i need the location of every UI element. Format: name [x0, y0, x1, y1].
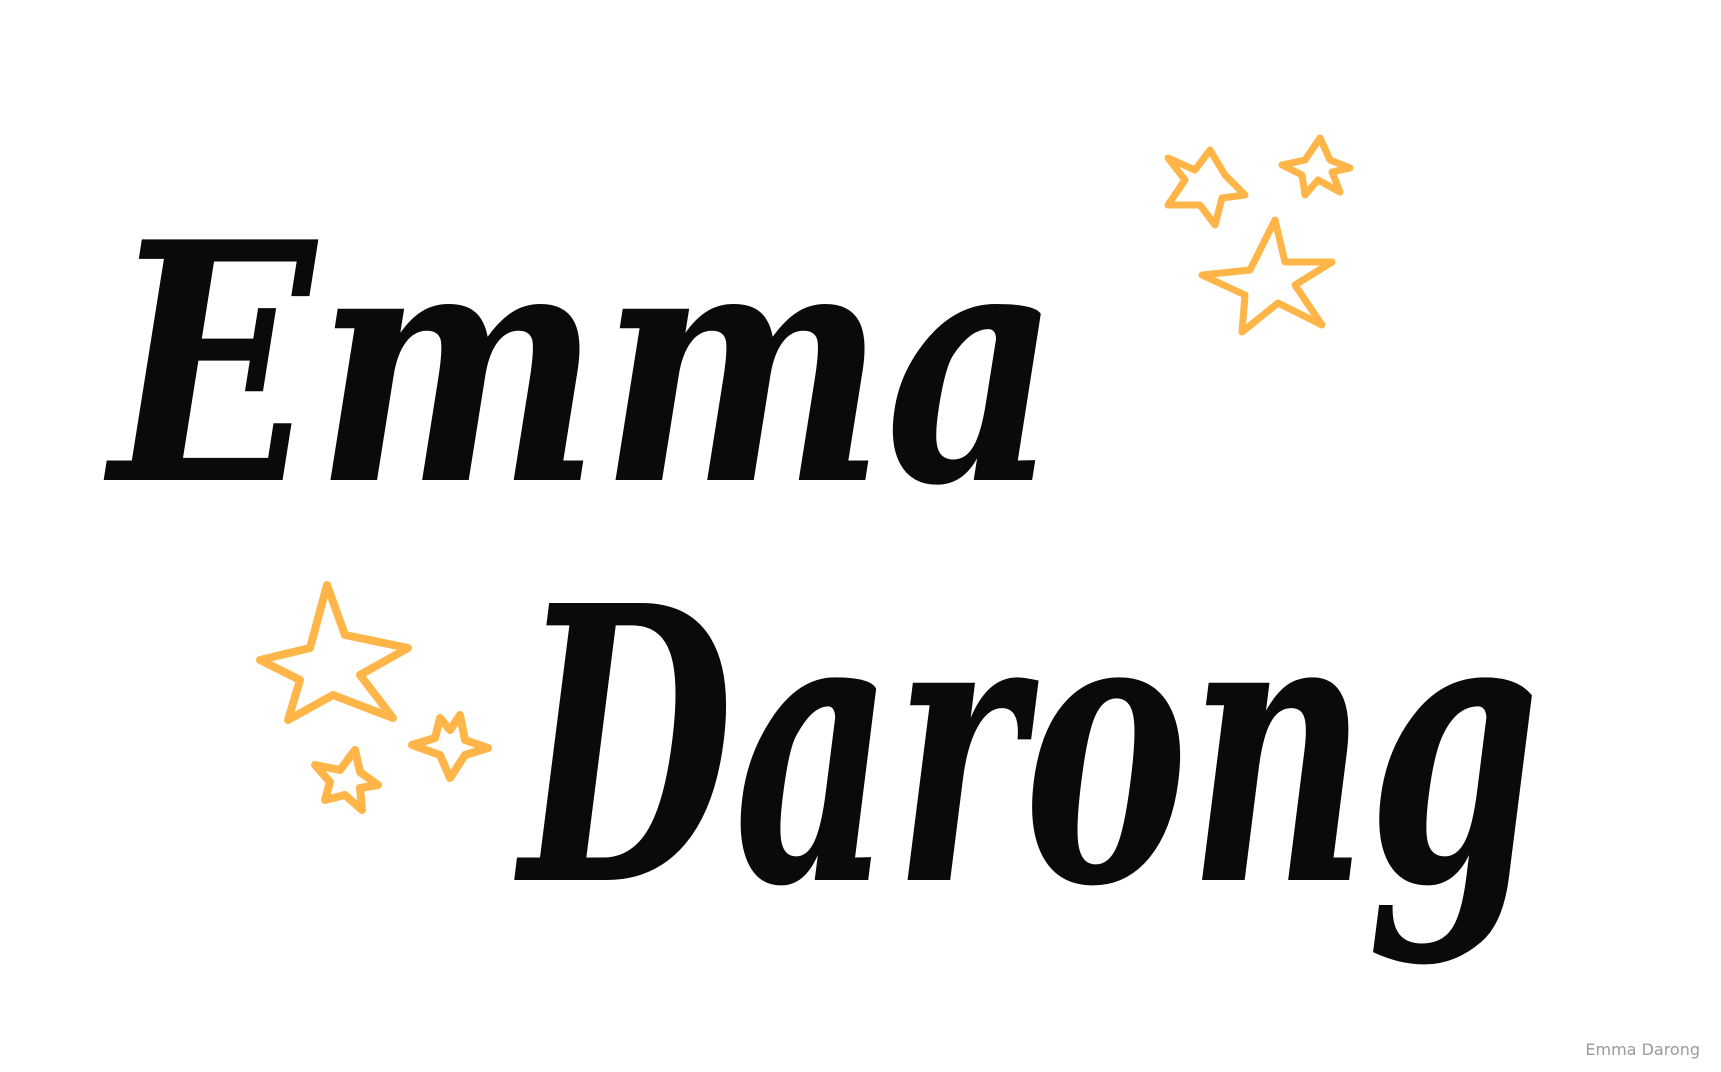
star-icon — [1198, 216, 1336, 336]
signature-first-name: Emma — [102, 170, 1060, 558]
star-icon — [1164, 146, 1249, 229]
star-icon — [1278, 134, 1354, 199]
signature-last-name: Darong — [512, 523, 1540, 970]
star-icon — [311, 746, 382, 814]
star-icon — [256, 581, 412, 724]
logo-full-name: Emma Darong — [1585, 1040, 1700, 1059]
star-icon — [408, 711, 492, 782]
stars-left — [256, 581, 492, 814]
stars-top-right — [1164, 134, 1354, 336]
